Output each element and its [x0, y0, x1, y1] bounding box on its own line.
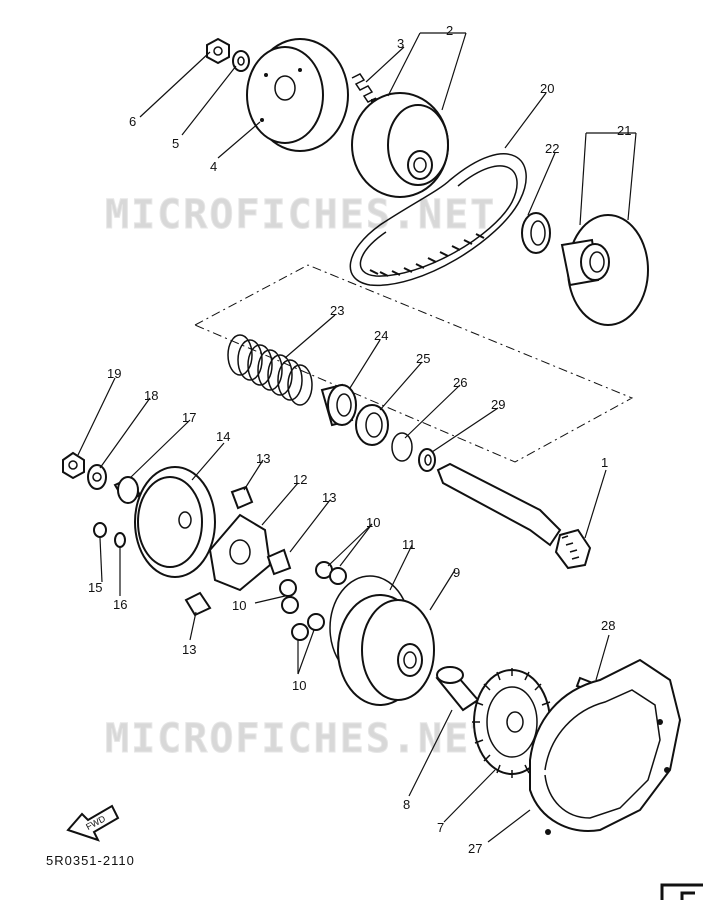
callout-26: 26: [453, 375, 467, 390]
part-18-washer: [87, 464, 107, 490]
part-8-collar: [435, 666, 480, 712]
part-27-air-duct-cover: [529, 658, 682, 835]
callout-17: 17: [182, 410, 196, 425]
callout-15: 15: [88, 580, 102, 595]
part-9-movable-sheave: [337, 594, 435, 706]
part-10-weight: [291, 613, 325, 641]
part-13-slider: [230, 485, 254, 510]
part-21-sliding-sheave: [560, 214, 649, 326]
part-19-nut: [62, 451, 85, 480]
part-24-spring-seat: [320, 383, 357, 427]
callout-23: 23: [330, 303, 344, 318]
callout-11: 11: [402, 537, 416, 552]
part-25-guide: [355, 404, 389, 446]
callout-8: 8: [403, 797, 410, 812]
part-22-oil-seal: [521, 212, 551, 254]
diagram-code: 5R0351-2110: [46, 853, 135, 868]
callout-27: 27: [468, 841, 482, 856]
callout-22: 22: [545, 141, 559, 156]
part-10-weight: [279, 579, 299, 614]
part-17-boss: [113, 476, 142, 504]
part-13-slider: [184, 591, 212, 617]
group-outline: [193, 264, 634, 463]
callout-6: 6: [129, 114, 136, 129]
callout-10b: 10: [232, 598, 246, 613]
callout-28: 28: [601, 618, 615, 633]
callout-21: 21: [617, 123, 631, 138]
callout-13a: 13: [256, 451, 270, 466]
callout-24: 24: [374, 328, 388, 343]
callout-1: 1: [601, 455, 608, 470]
callout-16: 16: [113, 597, 127, 612]
callout-7: 7: [437, 820, 444, 835]
part-6-nut: [206, 37, 230, 65]
callout-25: 25: [416, 351, 430, 366]
callout-14: 14: [216, 429, 230, 444]
part-15-screw: [93, 522, 107, 538]
callout-3: 3: [397, 36, 404, 51]
callout-4: 4: [210, 159, 217, 174]
callout-18: 18: [144, 388, 158, 403]
part-3-spring: [351, 73, 377, 103]
leader-lines: [77, 32, 637, 843]
callout-10a: 10: [366, 515, 380, 530]
part-5-washer: [232, 50, 250, 72]
callout-10c: 10: [292, 678, 306, 693]
part-16-washer: [114, 532, 126, 548]
part-13-slider: [266, 548, 292, 576]
part-4-clutch-housing: [246, 38, 349, 152]
callout-29: 29: [491, 397, 505, 412]
callout-13c: 13: [182, 642, 196, 657]
callout-2: 2: [446, 23, 453, 38]
callout-13b: 13: [322, 490, 336, 505]
callout-9: 9: [453, 565, 460, 580]
corner-box: [660, 883, 703, 900]
part-26-circlip: [391, 432, 413, 462]
forward-direction-arrow: FWD: [66, 804, 120, 842]
part-14-cam-plate: [134, 466, 216, 578]
part-23-compression-spring: [227, 334, 313, 406]
callout-19: 19: [107, 366, 121, 381]
callout-12: 12: [293, 472, 307, 487]
watermark-bottom: MICROFICHES.NET: [105, 716, 496, 762]
callout-20: 20: [540, 81, 554, 96]
part-29-washer: [418, 448, 436, 472]
callout-5: 5: [172, 136, 179, 151]
watermark-top: MICROFICHES.NET: [105, 192, 496, 238]
part-10-weight: [315, 561, 347, 585]
part-2-clutch-carrier: [351, 92, 449, 198]
part-12-slider-plate: [208, 513, 272, 592]
part-1-drive-shaft: [436, 462, 592, 570]
part-20-v-belt: [349, 153, 527, 287]
callout-labels: 1 2 3 4 5 6 7 8 9 10 10 10 11 12 13 13 1…: [88, 23, 631, 856]
